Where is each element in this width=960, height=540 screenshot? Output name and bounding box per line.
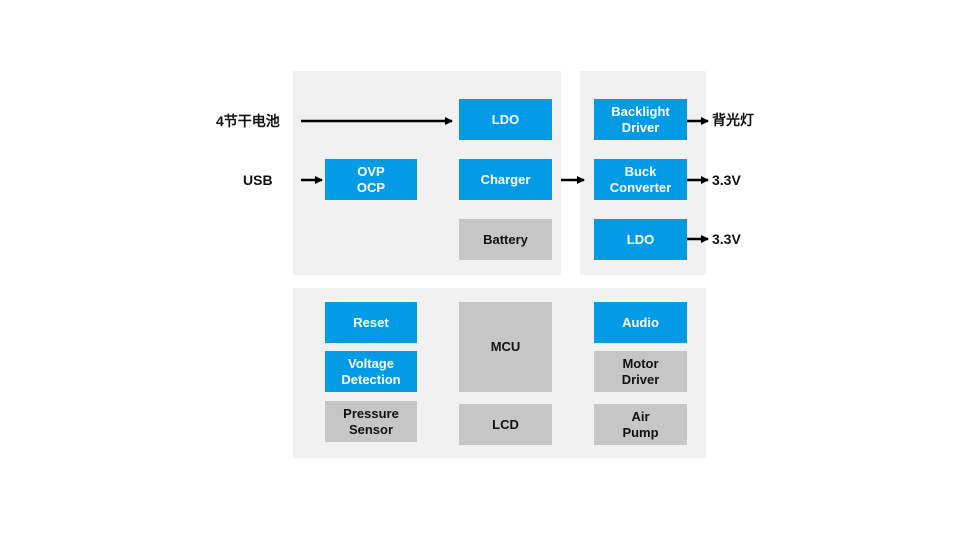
- buck-converter-block: Buck Converter: [594, 159, 687, 200]
- backlight-output-label: 背光灯: [712, 112, 754, 128]
- air-pump-block: Air Pump: [594, 404, 687, 445]
- ovp-ocp-block: OVP OCP: [325, 159, 417, 200]
- lcd-block: LCD: [459, 404, 552, 445]
- ldo-block: LDO: [459, 99, 552, 140]
- battery-input-label: 4节干电池: [216, 113, 280, 129]
- audio-block: Audio: [594, 302, 687, 343]
- ldo-output-block: LDO: [594, 219, 687, 260]
- buck-output-label: 3.3V: [712, 172, 741, 188]
- battery-block: Battery: [459, 219, 552, 260]
- mcu-block: MCU: [459, 302, 552, 392]
- pressure-sensor-block: Pressure Sensor: [325, 401, 417, 442]
- usb-input-label: USB: [243, 172, 273, 188]
- reset-block: Reset: [325, 302, 417, 343]
- backlight-driver-block: Backlight Driver: [594, 99, 687, 140]
- charger-block: Charger: [459, 159, 552, 200]
- ldo-output-label: 3.3V: [712, 231, 741, 247]
- motor-driver-block: Motor Driver: [594, 351, 687, 392]
- voltage-detection-block: Voltage Detection: [325, 351, 417, 392]
